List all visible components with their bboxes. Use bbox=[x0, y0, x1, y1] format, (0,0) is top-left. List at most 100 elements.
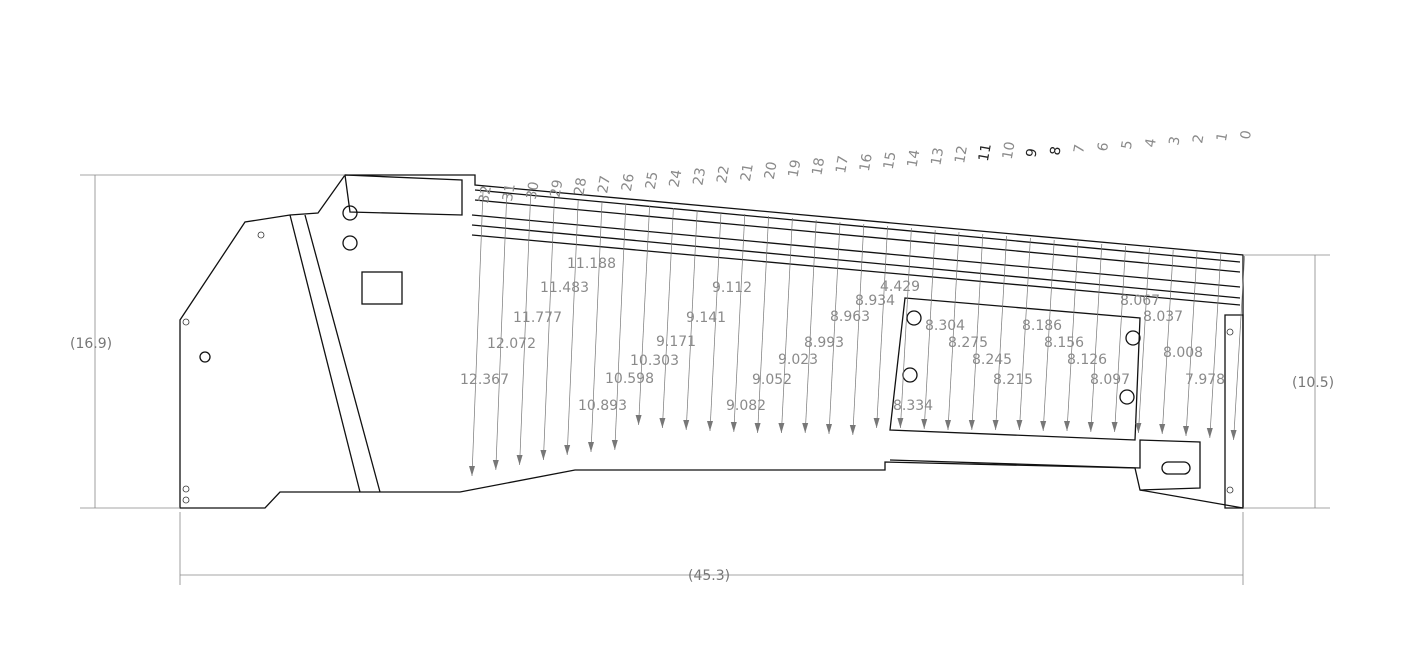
depth-value-label: 8.067 bbox=[1120, 293, 1160, 309]
leader-line bbox=[709, 211, 722, 432]
leader-arrowhead bbox=[588, 442, 594, 452]
leader-arrowhead bbox=[611, 440, 618, 450]
station-leaders bbox=[469, 191, 1245, 477]
leader-arrowhead bbox=[1159, 424, 1166, 434]
depth-value-label: 8.037 bbox=[1143, 309, 1183, 325]
leader-line bbox=[1042, 239, 1055, 432]
leader-line bbox=[685, 209, 698, 431]
leader-line bbox=[471, 191, 484, 477]
depth-value-label: 9.023 bbox=[778, 352, 818, 368]
leader-line bbox=[662, 207, 674, 429]
leader-arrowhead bbox=[968, 420, 975, 430]
leader-arrowhead bbox=[540, 450, 547, 460]
leader-arrowhead bbox=[897, 418, 904, 428]
leader-arrowhead bbox=[1230, 430, 1237, 440]
leader-line bbox=[852, 223, 865, 436]
leader-line bbox=[495, 193, 508, 471]
leader-arrowhead bbox=[635, 415, 642, 425]
leader-line bbox=[733, 213, 746, 433]
station-label: 11 bbox=[976, 142, 995, 162]
dimension-height-left: (16.9) bbox=[70, 336, 112, 352]
leader-arrowhead bbox=[564, 445, 571, 455]
depth-value-label: 8.126 bbox=[1067, 352, 1107, 368]
depth-value-label: 7.978 bbox=[1185, 372, 1225, 388]
station-label: 5 bbox=[1119, 139, 1136, 151]
leader-line bbox=[566, 199, 579, 456]
station-label: 10 bbox=[1000, 140, 1019, 160]
leader-line bbox=[1209, 253, 1222, 439]
leader-line bbox=[971, 233, 984, 431]
leader-line bbox=[590, 201, 603, 453]
station-label: 14 bbox=[905, 148, 924, 168]
station-label: 12 bbox=[952, 144, 971, 164]
leader-line bbox=[1019, 237, 1031, 431]
station-label: 24 bbox=[667, 168, 686, 188]
leader-line bbox=[1233, 255, 1245, 441]
depth-value-label: 9.141 bbox=[686, 310, 726, 326]
leader-arrowhead bbox=[802, 423, 809, 433]
station-label: 4 bbox=[1143, 137, 1160, 149]
depth-value-label: 11.483 bbox=[540, 280, 589, 296]
leader-arrowhead bbox=[1016, 420, 1023, 430]
depth-value-label: 8.304 bbox=[925, 318, 965, 334]
station-label: 1 bbox=[1214, 131, 1231, 143]
leader-arrowhead bbox=[945, 420, 951, 430]
station-label: 26 bbox=[619, 172, 638, 192]
station-label: 9 bbox=[1024, 147, 1041, 159]
station-label: 3 bbox=[1166, 135, 1183, 147]
depth-value-label: 8.156 bbox=[1044, 335, 1084, 351]
overall-dimensions: (16.9) (10.5) (45.3) bbox=[70, 174, 1334, 585]
leader-line bbox=[1114, 245, 1126, 433]
station-label: 0 bbox=[1238, 129, 1255, 141]
depth-value-label: 12.367 bbox=[460, 372, 509, 388]
leader-line bbox=[543, 197, 555, 461]
leader-arrowhead bbox=[921, 419, 928, 429]
leader-arrowhead bbox=[659, 418, 666, 428]
station-label: 20 bbox=[762, 160, 781, 180]
station-label: 6 bbox=[1095, 141, 1112, 153]
leader-arrowhead bbox=[1064, 421, 1070, 431]
depth-value-label: 8.934 bbox=[855, 293, 895, 309]
station-label: 7 bbox=[1071, 143, 1088, 155]
leader-line bbox=[1161, 249, 1174, 435]
station-label: 30 bbox=[524, 180, 543, 200]
station-label: 19 bbox=[786, 158, 805, 178]
leader-line bbox=[638, 205, 650, 426]
leader-arrowhead bbox=[778, 423, 785, 433]
depth-value-label: 4.429 bbox=[880, 279, 920, 295]
station-label: 23 bbox=[690, 166, 709, 186]
station-label: 29 bbox=[548, 178, 567, 198]
leader-arrowhead bbox=[492, 460, 499, 470]
leader-line bbox=[995, 235, 1007, 431]
dimension-length: (45.3) bbox=[688, 568, 730, 584]
station-label: 32 bbox=[476, 184, 495, 204]
leader-arrowhead bbox=[826, 424, 832, 434]
depth-value-label: 8.963 bbox=[830, 309, 870, 325]
station-label: 21 bbox=[738, 162, 757, 182]
station-label: 22 bbox=[714, 164, 733, 184]
leader-arrowhead bbox=[516, 455, 523, 465]
leader-line bbox=[828, 221, 841, 435]
depth-value-label: 8.215 bbox=[993, 372, 1033, 388]
leader-line bbox=[1066, 241, 1079, 432]
depth-value-label: 8.008 bbox=[1163, 345, 1203, 361]
leader-line bbox=[757, 215, 769, 434]
depth-value-label: 8.275 bbox=[948, 335, 988, 351]
depth-value-label: 10.598 bbox=[605, 371, 654, 387]
depth-value-label: 12.072 bbox=[487, 336, 536, 352]
leader-line bbox=[947, 231, 960, 431]
depth-value-labels: 12.36712.07211.77711.48311.18810.89310.5… bbox=[460, 256, 1225, 414]
station-label: 2 bbox=[1190, 133, 1207, 145]
station-label: 31 bbox=[500, 182, 519, 202]
leader-line bbox=[1090, 243, 1103, 433]
leader-arrowhead bbox=[730, 422, 737, 432]
leader-arrowhead bbox=[873, 418, 880, 428]
depth-value-label: 11.188 bbox=[567, 256, 616, 272]
station-label: 17 bbox=[833, 154, 852, 174]
station-label: 27 bbox=[595, 174, 614, 194]
station-label: 15 bbox=[881, 150, 900, 170]
leader-line bbox=[804, 219, 817, 434]
station-label: 18 bbox=[809, 156, 828, 176]
leader-arrowhead bbox=[1206, 428, 1213, 438]
